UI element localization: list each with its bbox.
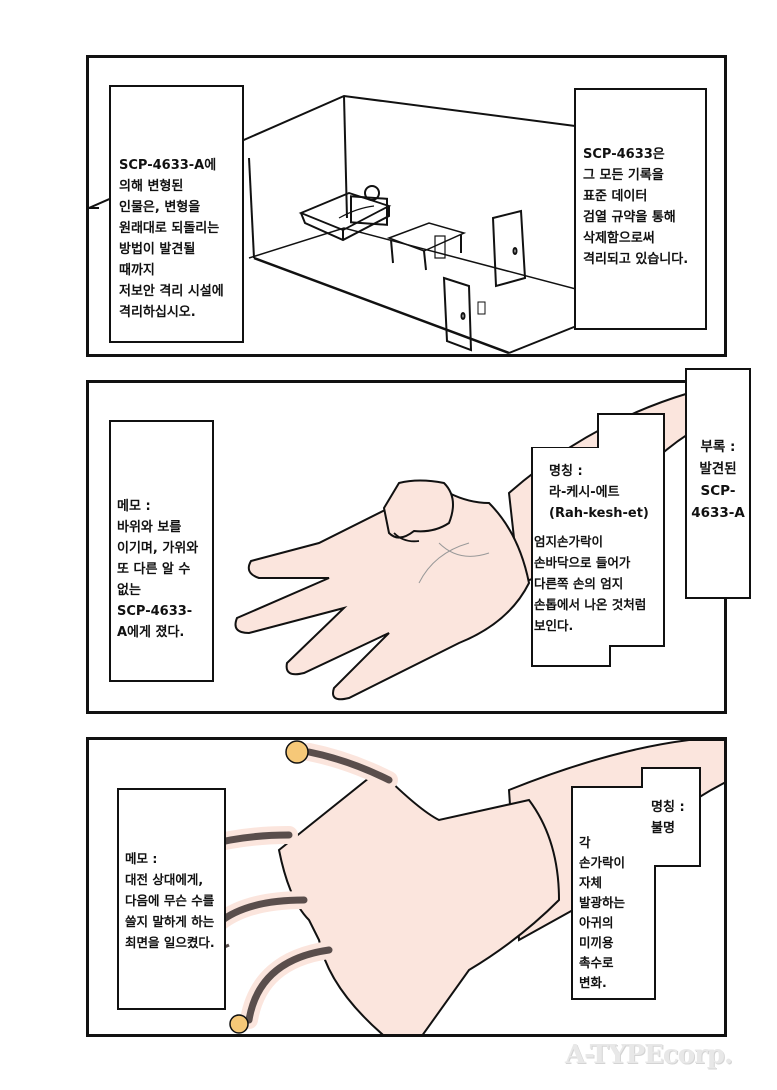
text-line: SCP- xyxy=(700,483,736,499)
text-line: 대전 상대에게, xyxy=(125,872,204,887)
text-line: 메모 : xyxy=(117,499,151,514)
records-expunged-box: SCP-4633은 그 모든 기록을 표준 데이터 검열 규약을 통해 삭제함으… xyxy=(574,88,707,330)
text-line: 4633-A xyxy=(691,505,745,521)
text-line: 원래대로 되돌리는 xyxy=(119,221,220,236)
text-line: 변화. xyxy=(579,975,607,990)
panel-2-rah-kesh-et: 메모 : 바위와 보를 이기며, 가위와 또 다른 알 수 없는 SCP-463… xyxy=(86,380,727,714)
name-box-unnamed: 명칭 : 불명 각 손가락이 자체 발광하는 아귀의 미끼용 촉수로 변화. xyxy=(571,767,701,1007)
text-line: 다른쪽 손의 엄지 xyxy=(534,576,624,591)
appendix-label: 부록 : xyxy=(700,439,736,455)
text-line: SCP-4633-A에 xyxy=(119,158,217,173)
text-line: 격리하십시오. xyxy=(119,305,196,320)
text-line: SCP-4633은 xyxy=(583,147,665,162)
text-line: 이기며, 가위와 xyxy=(117,541,199,556)
name-value: 불명 xyxy=(651,821,675,836)
text-line: 그 모든 기록을 xyxy=(583,168,664,183)
text-line: 최면을 일으켰다. xyxy=(125,935,215,950)
text-line: 손톱에서 나온 것처럼 xyxy=(534,597,647,612)
text-line: 자체 xyxy=(579,875,603,890)
text-line: 없는 xyxy=(117,583,141,598)
text-line: 메모 : xyxy=(125,851,158,866)
text-line: 때까지 xyxy=(119,263,155,278)
text-line: 저보안 격리 시설에 xyxy=(119,284,224,299)
text-line: 보인다. xyxy=(534,618,574,633)
name-box-rah-kesh-et: 명칭 : 라-케시-에트 (Rah-kesh-et) 엄지손가락이 손바닥으로 … xyxy=(531,413,671,667)
text-line: 바위와 보를 xyxy=(117,520,182,535)
text-line: 미끼용 xyxy=(579,935,614,950)
text-line: 엄지손가락이 xyxy=(534,534,604,549)
text-line: 인물은, 변형을 xyxy=(119,200,201,215)
text-line: 의해 변형된 xyxy=(119,179,184,194)
text-line: 손바닥으로 들어가 xyxy=(534,555,631,570)
text-line: A에게 졌다. xyxy=(117,625,185,640)
memo-box: 메모 : 바위와 보를 이기며, 가위와 또 다른 알 수 없는 SCP-463… xyxy=(109,420,214,682)
name-label: 명칭 : xyxy=(549,464,583,479)
containment-procedure-box: SCP-4633-A에 의해 변형된 인물은, 변형을 원래대로 되돌리는 방법… xyxy=(109,85,244,343)
name-value: 라-케시-에트 xyxy=(549,485,620,500)
isolation-room-illustration xyxy=(89,94,690,354)
text-line: 또 다른 알 수 xyxy=(117,562,191,577)
text-line: 발견된 xyxy=(699,461,737,477)
name-romanized: (Rah-kesh-et) xyxy=(549,506,649,521)
watermark-logo: A-TYPEcorp. xyxy=(565,1040,733,1070)
name-label: 명칭 : xyxy=(651,800,685,815)
text-line: 쓸지 말하게 하는 xyxy=(125,914,215,929)
text-line: 아귀의 xyxy=(579,915,614,930)
text-line: 표준 데이터 xyxy=(583,189,648,204)
text-line: SCP-4633- xyxy=(117,604,193,619)
text-line: 촉수로 xyxy=(579,955,614,970)
text-line: 검열 규약을 통해 xyxy=(583,210,676,225)
text-line: 삭제함으로써 xyxy=(583,231,655,246)
text-line: 손가락이 xyxy=(579,855,626,870)
text-line: 격리되고 있습니다. xyxy=(583,252,689,267)
text-line: 방법이 발견될 xyxy=(119,242,196,257)
appendix-box: 부록 : 발견된 SCP- 4633-A xyxy=(685,368,751,599)
panel-3-unnamed-hand: 메모 : 대전 상대에게, 다음에 무슨 수를 쓸지 말하게 하는 최면을 일으… xyxy=(86,737,727,1037)
text-line: 발광하는 xyxy=(579,895,626,910)
panel-1-isolation-room: SCP-4633-A에 의해 변형된 인물은, 변형을 원래대로 되돌리는 방법… xyxy=(86,55,727,357)
text-line: 각 xyxy=(579,835,591,850)
memo-box: 메모 : 대전 상대에게, 다음에 무슨 수를 쓸지 말하게 하는 최면을 일으… xyxy=(117,788,226,1010)
text-line: 다음에 무슨 수를 xyxy=(125,893,215,908)
